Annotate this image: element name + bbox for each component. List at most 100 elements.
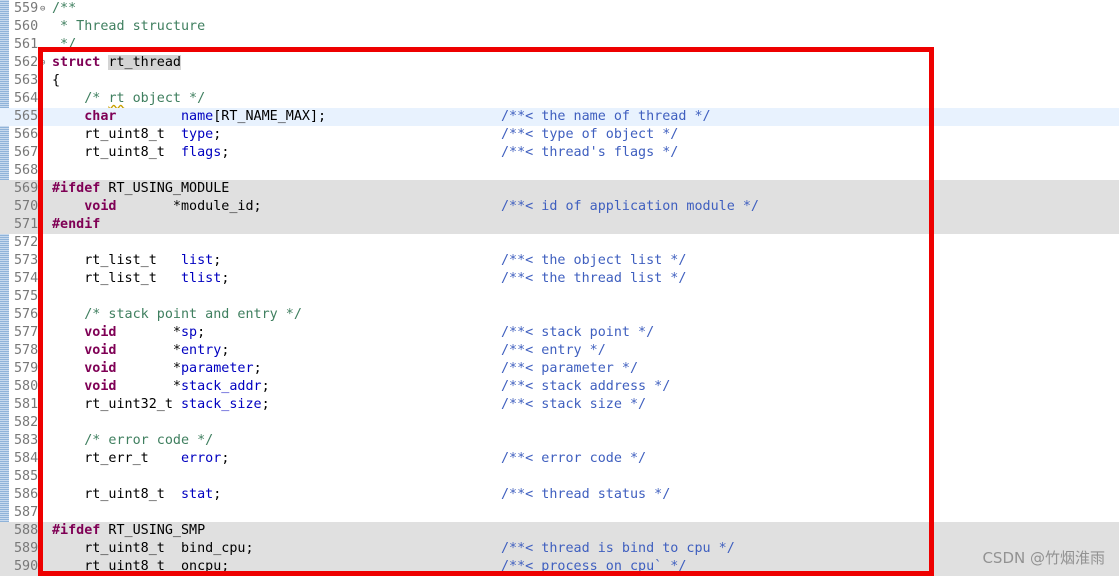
line-number: 567: [14, 145, 39, 160]
code-line[interactable]: 587: [0, 504, 1119, 522]
doc-comment: /**< stack address */: [501, 379, 671, 394]
code-text: rt_uint8_t bind_cpu;: [52, 540, 254, 558]
line-number: 559: [14, 1, 39, 16]
code-token: ;: [261, 379, 270, 394]
code-text: rt_list_t tlist;: [52, 270, 229, 288]
code-line[interactable]: 578 void *entry;/**< entry */: [0, 342, 1119, 360]
code-line[interactable]: 588#ifdef RT_USING_SMP: [0, 522, 1119, 540]
code-text: rt_uint8_t type;: [52, 126, 221, 144]
code-token: void: [84, 343, 117, 358]
doc-comment: /**< thread is bind to cpu */: [501, 541, 735, 556]
code-token: void: [84, 325, 117, 340]
code-line[interactable]: 563 {: [0, 72, 1119, 90]
code-line[interactable]: 586 rt_uint8_t stat;/**< thread status *…: [0, 486, 1119, 504]
code-token: stack_size: [181, 397, 262, 412]
code-line[interactable]: 570 void *module_id;/**< id of applicati…: [0, 198, 1119, 216]
code-token: ;: [221, 271, 230, 286]
code-line[interactable]: 565 char name[RT_NAME_MAX];/**< the name…: [0, 108, 1119, 126]
code-text: {: [52, 73, 61, 88]
code-line[interactable]: 573 rt_list_t list;/**< the object list …: [0, 252, 1119, 270]
line-number: 563: [14, 73, 39, 88]
code-line[interactable]: 577 void *sp;/**< stack point */: [0, 324, 1119, 342]
code-text: void *module_id;: [52, 198, 261, 216]
doc-comment: /**< stack point */: [501, 325, 655, 340]
code-token: rt_list_t: [52, 271, 181, 286]
overview-ruler: [0, 0, 9, 576]
code-token: rt_uint8_t: [52, 487, 181, 502]
code-line[interactable]: 574 rt_list_t tlist; /**< the thread list…: [0, 270, 1119, 288]
code-text: /**: [52, 1, 77, 16]
code-token: rt_uint8_t bind_cpu;: [52, 541, 254, 556]
code-line[interactable]: 566 rt_uint8_t type; /**< type of object …: [0, 126, 1119, 144]
code-text: rt_uint32_t stack_size;: [52, 396, 269, 414]
code-token: type: [181, 127, 214, 142]
code-token: RT_USING_SMP: [100, 523, 206, 538]
line-number: 582: [14, 415, 39, 430]
code-token: /* error code */: [84, 433, 214, 448]
code-token: rt_uint8_t: [52, 127, 181, 142]
code-line[interactable]: 569#ifdef RT_USING_MODULE: [0, 180, 1119, 198]
code-line[interactable]: 560 * Thread structure: [0, 18, 1119, 36]
code-token: ;: [213, 253, 222, 268]
code-line[interactable]: 589 rt_uint8_t bind_cpu; /**< thread is b…: [0, 540, 1119, 558]
line-number: 566: [14, 127, 39, 142]
line-number: 589: [14, 541, 39, 556]
code-text: void *parameter;: [52, 360, 261, 378]
fold-toggle-icon[interactable]: ⊖: [40, 58, 46, 68]
code-line[interactable]: 561 */: [0, 36, 1119, 54]
code-token: [52, 91, 84, 106]
doc-comment: /**< type of object */: [501, 127, 679, 142]
code-token: tlist: [181, 271, 222, 286]
code-line[interactable]: 559⊖ /**: [0, 0, 1119, 18]
code-token: #endif: [52, 217, 101, 232]
code-text: #ifdef RT_USING_SMP: [52, 522, 205, 540]
code-text: rt_uint8_t oncpu;: [52, 558, 229, 576]
code-token: sp: [181, 325, 198, 340]
doc-comment: /**< the thread list */: [501, 271, 687, 286]
code-token: entry: [181, 343, 222, 358]
code-token: [52, 307, 84, 322]
code-line[interactable]: 583 /* error code */: [0, 432, 1119, 450]
code-token: rt_err_t: [52, 451, 181, 466]
code-token: name: [181, 109, 214, 124]
code-token: rt_list_t: [52, 253, 181, 268]
line-number: 568: [14, 163, 39, 178]
line-number: 562: [14, 55, 39, 70]
code-token: #ifdef: [52, 523, 101, 538]
code-text: rt_list_t list;: [52, 252, 221, 270]
code-line[interactable]: 568: [0, 162, 1119, 180]
code-token: stack_addr: [181, 379, 262, 394]
code-line[interactable]: 579 void *parameter;/**< parameter */: [0, 360, 1119, 378]
code-line[interactable]: 571#endif: [0, 216, 1119, 234]
code-line[interactable]: 581 rt_uint32_t stack_size;/**< stack si…: [0, 396, 1119, 414]
code-text: void *stack_addr;: [52, 378, 270, 396]
watermark: CSDN @竹烟淮雨: [982, 549, 1105, 567]
code-token: rt_thread: [108, 55, 181, 70]
code-text: * Thread structure: [52, 19, 206, 34]
code-line[interactable]: 585: [0, 468, 1119, 486]
line-number: 574: [14, 271, 39, 286]
code-line[interactable]: 582: [0, 414, 1119, 432]
code-line[interactable]: 580 void *stack_addr;/**< stack address …: [0, 378, 1119, 396]
code-line[interactable]: 572: [0, 234, 1119, 252]
code-line[interactable]: 576 /* stack point and entry */: [0, 306, 1119, 324]
code-token: error: [181, 451, 222, 466]
code-line[interactable]: 575: [0, 288, 1119, 306]
line-number: 573: [14, 253, 39, 268]
code-token: void: [84, 199, 117, 214]
code-line[interactable]: 562⊖ struct rt_thread: [0, 54, 1119, 72]
code-line[interactable]: 564 /* rt object */: [0, 90, 1119, 108]
code-line[interactable]: 567 rt_uint8_t flags;/**< thread's flags…: [0, 144, 1119, 162]
line-number: 583: [14, 433, 39, 448]
fold-toggle-icon[interactable]: ⊖: [40, 4, 46, 14]
code-token: stat: [181, 487, 214, 502]
line-number: 590: [14, 559, 39, 574]
code-text: void *sp;: [52, 324, 205, 342]
code-token: [52, 343, 84, 358]
code-line[interactable]: 584 rt_err_t error;/**< error code */: [0, 450, 1119, 468]
code-line[interactable]: 590 rt_uint8_t oncpu;/**< process on cpu…: [0, 558, 1119, 576]
code-text: #endif: [52, 216, 100, 234]
code-text: struct rt_thread: [52, 54, 181, 72]
code-text: rt_uint8_t flags;: [52, 144, 229, 162]
